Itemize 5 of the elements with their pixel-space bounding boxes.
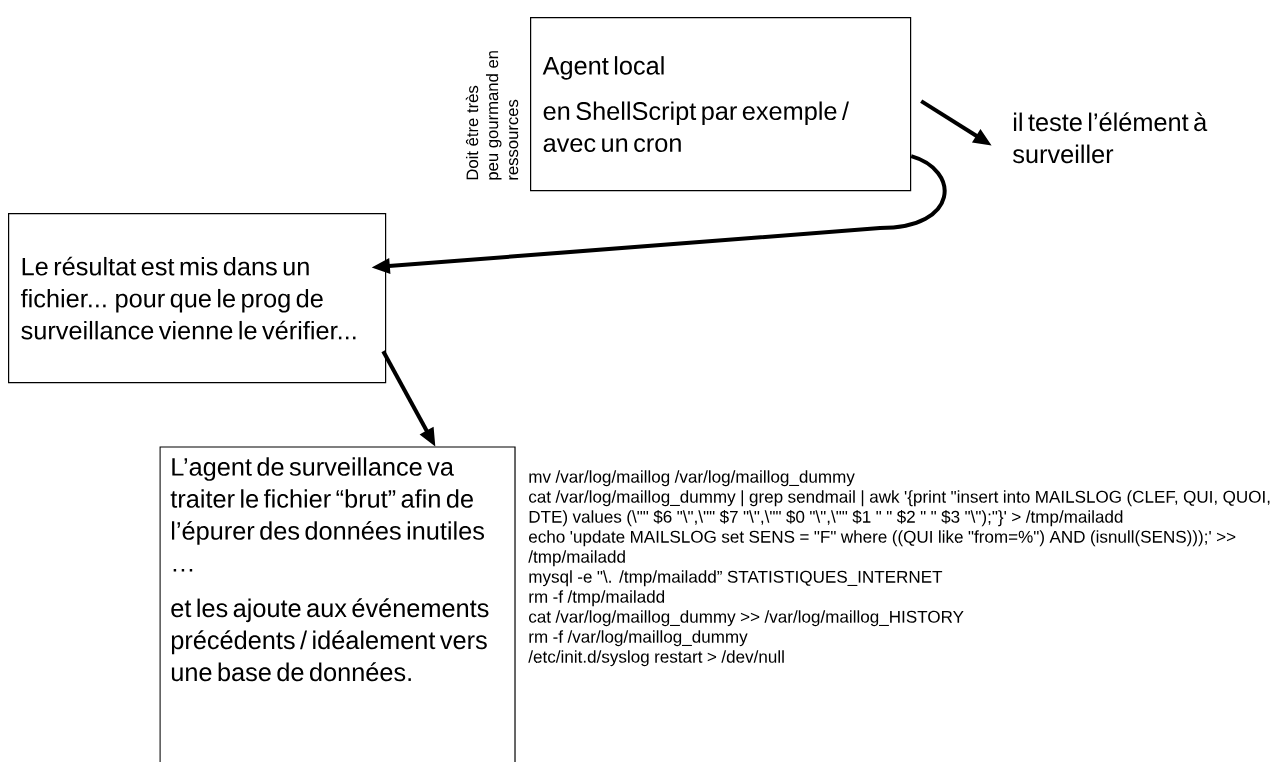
text-label: il teste l’élément à surveiller [1013, 112, 1208, 164]
process-box: Agent local en ShellScript par exemple / avec un cron [530, 17, 912, 192]
process-box: Le résultat est mis dans un fichier... pour que le prog de surveillance vienne le vérifier... [8, 213, 387, 384]
process-box: L’agent de surveillance va traiter le fichier “brut” afin de l’épurer des données inutiles … et les ajoute aux événements précédents / idéalement vers une base de données. [159, 446, 516, 762]
side-note: Doit être très peu gourmand en ressources [465, 51, 519, 180]
